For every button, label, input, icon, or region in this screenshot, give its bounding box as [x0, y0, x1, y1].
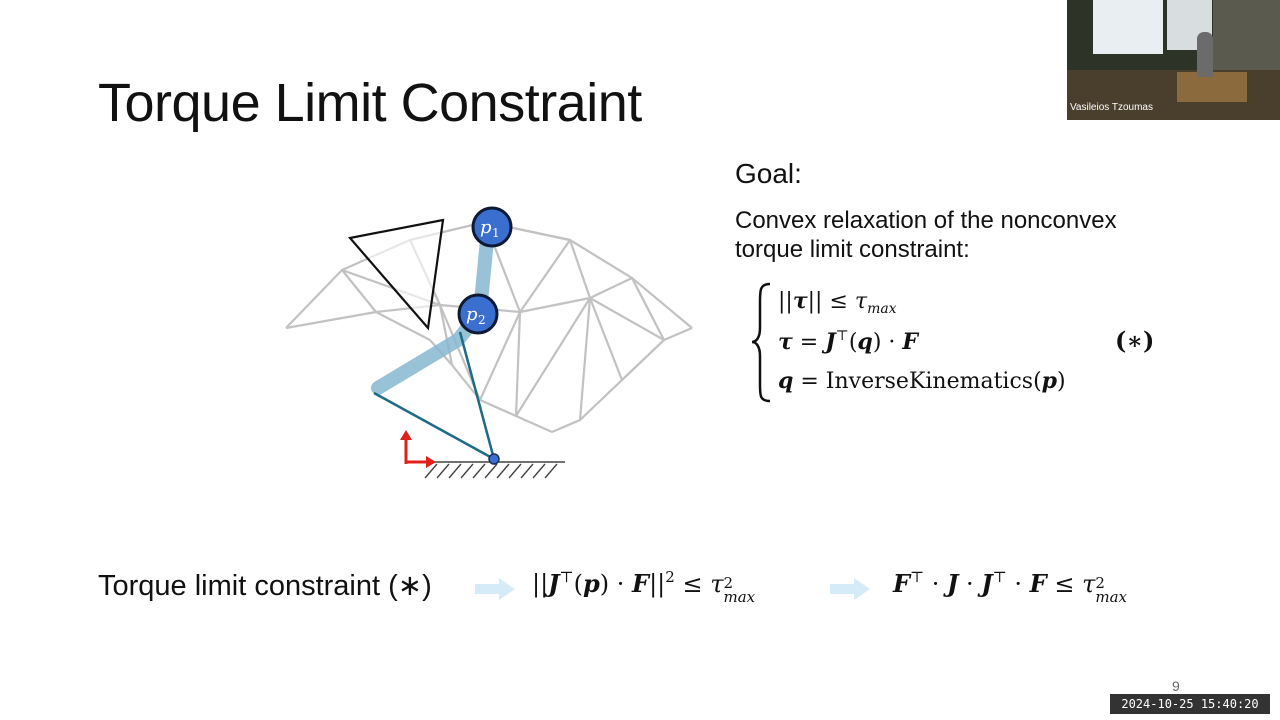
webcam-projector-screen — [1093, 0, 1163, 54]
left-brace-icon — [751, 282, 771, 403]
equation-inverse-kinematics: q = InverseKinematics(p) — [778, 368, 1066, 394]
arm-link — [373, 391, 495, 461]
p2-subscript: 2 — [478, 313, 486, 327]
p1-subscript: 1 — [492, 226, 500, 240]
goal-heading: Goal: — [735, 158, 802, 189]
joint-p1: p 1 — [471, 206, 513, 248]
bottom-label: Torque limit constraint (∗) — [98, 570, 432, 602]
equation-torque-jacobian: τ = J⊤(q) · F — [778, 328, 918, 355]
webcam-speaker — [1197, 32, 1213, 77]
recording-timestamp: 2024-10-25 15:40:20 — [1110, 694, 1270, 714]
arm-link-2 — [458, 331, 496, 460]
joint-p2: p 2 — [457, 293, 499, 335]
arrow-right-icon — [475, 578, 515, 600]
page-number: 9 — [1172, 678, 1180, 694]
constraint-system: ||τ|| ≤ τmax τ = J⊤(q) · F q = InverseKi… — [750, 280, 1180, 405]
robot-arm-mesh-diagram: p 1 p 2 — [285, 206, 693, 479]
arrow-right-icon — [830, 578, 870, 600]
p2-label: p — [466, 304, 478, 325]
webcam-name-label: Vasileios Tzoumas — [1070, 102, 1153, 113]
webcam-overlay[interactable]: Vasileios Tzoumas — [1067, 0, 1280, 120]
base-joint — [488, 453, 500, 465]
slide-title: Torque Limit Constraint — [98, 73, 642, 133]
triangle-obstacle — [347, 218, 445, 331]
webcam-wall — [1213, 0, 1280, 70]
goal-description: Convex relaxation of the nonconvex torqu… — [735, 207, 1117, 263]
equation-tag: (∗) — [1115, 326, 1155, 355]
p1-label: p — [480, 217, 492, 238]
coordinate-frame-icon — [400, 430, 436, 468]
equation-torque-norm: ||τ|| ≤ τmax — [778, 288, 897, 317]
webcam-desk — [1177, 72, 1247, 102]
